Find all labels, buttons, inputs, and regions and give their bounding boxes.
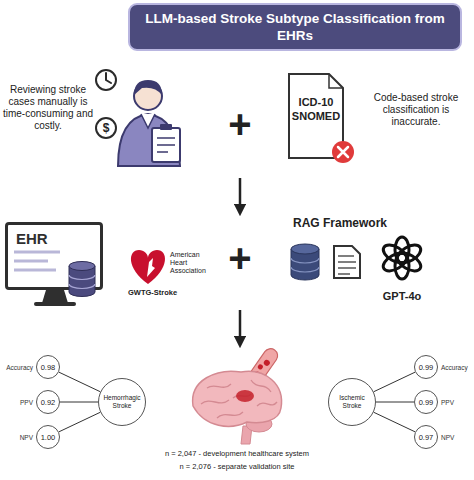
subtype-circle: Ischemic Stroke: [328, 378, 376, 426]
database-icon: [291, 244, 319, 280]
plus-sign: +: [220, 104, 260, 144]
footnote: n = 2,047 - development healthcare syste…: [80, 449, 394, 458]
metric-value: 0.98: [41, 363, 56, 372]
metric-label: PPV: [441, 399, 454, 406]
openai-logo: [380, 237, 423, 279]
problem-text: Code-based stroke classification is inac…: [360, 92, 472, 128]
subtype-label: Hemorrhagic Stroke: [99, 394, 145, 410]
code-document: ICD-10 SNOMED: [287, 72, 345, 160]
page-fold: [329, 74, 343, 88]
subtype-label: Ischemic Stroke: [329, 394, 375, 410]
metric-label: NPV: [20, 434, 33, 441]
metric-value: 0.99: [419, 363, 434, 372]
metric-label: PPV: [20, 399, 33, 406]
document-icon: [334, 246, 360, 278]
connector-line: [59, 372, 100, 392]
title-banner: LLM-based Stroke Subtype Classification …: [128, 3, 462, 51]
metric-label: NPV: [441, 434, 454, 441]
doctor-icon: [118, 80, 180, 166]
node-text: EHR: [8, 225, 100, 247]
flow-arrow: [239, 310, 242, 342]
metric-value: 0.99: [419, 398, 434, 407]
dollar-sign: $: [100, 121, 112, 135]
node-text: ICD-10 SNOMED: [286, 95, 346, 123]
title-text: LLM-based Stroke Subtype Classification …: [130, 10, 460, 44]
metric-value: 0.92: [41, 398, 56, 407]
metric-circle: Accuracy0.98: [36, 355, 60, 379]
footnote: n = 2,076 - separate validation site: [80, 462, 394, 471]
brain-illustration: [193, 371, 282, 444]
aha-logo: [131, 250, 165, 284]
connector-line: [376, 402, 414, 403]
metric-circle: Accuracy0.99: [414, 355, 438, 379]
model-name: GPT-4o: [368, 290, 436, 303]
metric-circle: PPV0.92: [36, 390, 60, 414]
metric-label: Accuracy: [6, 364, 33, 371]
subtype-circle: Hemorrhagic Stroke: [98, 378, 146, 426]
metric-value: 1.00: [41, 433, 56, 442]
metric-value: 0.97: [419, 433, 434, 442]
monitor-stand: [14, 252, 76, 306]
ehr-monitor: EHR: [5, 222, 103, 290]
connector-line: [59, 412, 100, 432]
metric-circle: PPV0.99: [414, 390, 438, 414]
plus-sign: +: [220, 238, 260, 278]
connector-line: [374, 412, 415, 432]
coin-icon: [96, 118, 116, 138]
metric-circle: NPV1.00: [36, 425, 60, 449]
metric-circle: NPV0.97: [414, 425, 438, 449]
logo-text: American Heart Association: [170, 251, 212, 275]
flow-arrow: [239, 178, 242, 210]
connector-line: [374, 372, 415, 392]
connector-line: [60, 402, 98, 403]
problem-text: Reviewing stroke cases manually is time-…: [0, 84, 96, 132]
metric-label: Accuracy: [441, 364, 468, 371]
logo-text: GWTG-Stroke: [128, 288, 208, 297]
database-icon: [69, 262, 95, 297]
section-label: RAG Framework: [280, 216, 400, 230]
clock-icon: [96, 70, 116, 90]
